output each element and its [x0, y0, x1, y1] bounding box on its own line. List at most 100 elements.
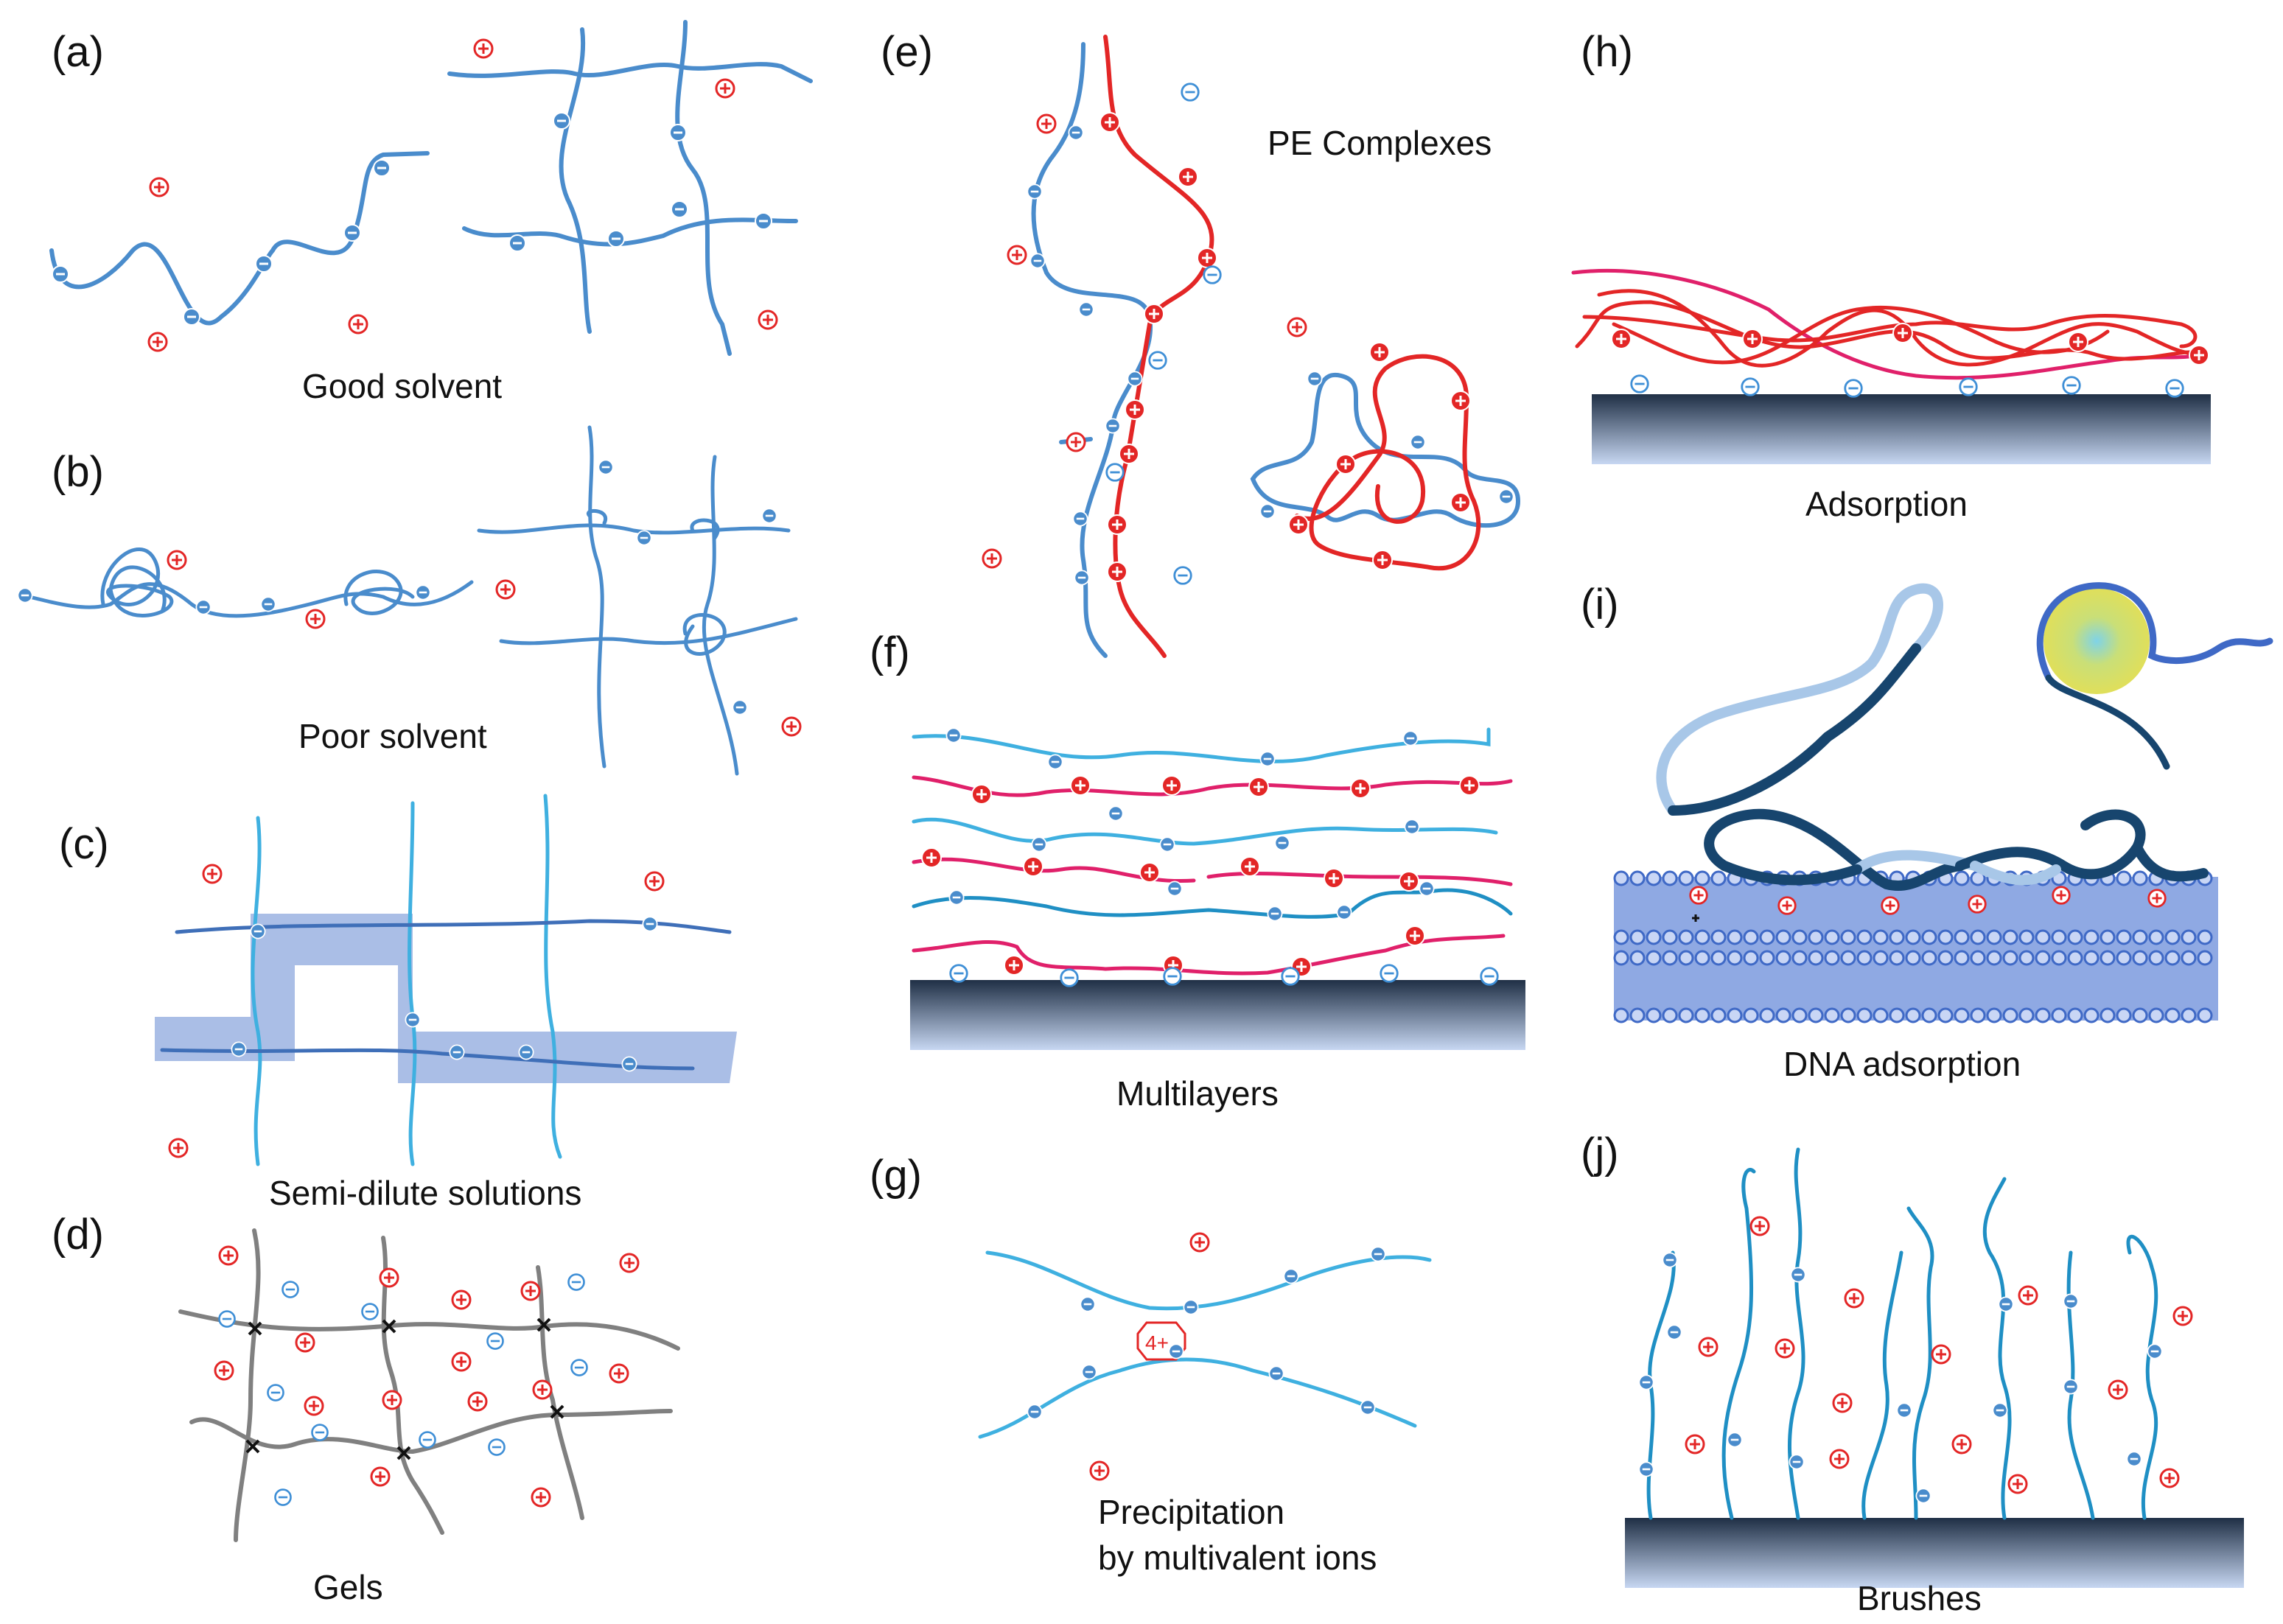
gel-network [178, 1228, 680, 1542]
negative-charge-icon [642, 916, 658, 932]
panel-label-g: (g) [870, 1152, 922, 1200]
membrane [1614, 877, 2218, 1021]
positive-charge-icon [1404, 925, 1426, 947]
counterion-icon [382, 1390, 402, 1410]
counterion-icon [1844, 1288, 1864, 1309]
coion-icon [419, 1431, 436, 1449]
negative-charge-icon [1068, 125, 1084, 141]
counterion-icon [168, 1138, 189, 1158]
negative-charge-icon [1108, 805, 1124, 822]
positive-charge-icon [1106, 561, 1128, 583]
positive-charge-icon [1368, 341, 1391, 363]
negative-charge-icon [1159, 836, 1175, 853]
counterion-icon [1287, 317, 1307, 337]
negative-charge-icon [1283, 1268, 1299, 1284]
dna-free-loop [1656, 583, 1943, 816]
counterion-icon [451, 1289, 472, 1310]
collapsed-chain [27, 425, 798, 776]
panel-label-a: (a) [52, 28, 104, 76]
negative-charge-icon [1896, 1402, 1912, 1418]
negative-charge-icon [182, 307, 201, 326]
negative-charge-icon [1336, 904, 1352, 920]
negative-charge-icon [1410, 434, 1426, 450]
negative-charge-icon [2147, 1343, 2163, 1359]
negative-charge-icon [1790, 1267, 1806, 1283]
positive-charge-icon [1139, 861, 1161, 883]
positive-charge-icon [1196, 247, 1218, 269]
substrate [910, 980, 1525, 1050]
negative-charge-icon [1307, 371, 1323, 387]
positive-charge-icon [1003, 954, 1025, 976]
crosslink-icon [382, 1319, 396, 1334]
counterion-icon [1749, 1216, 1770, 1236]
counterion-icon [370, 1466, 391, 1487]
negative-charge-icon [1666, 1324, 1682, 1340]
negative-charge-icon [1183, 1299, 1199, 1315]
counterion-icon [2172, 1306, 2193, 1326]
negative-charge-icon [1915, 1488, 1931, 1504]
coion-icon [1060, 968, 1079, 987]
bridged-chains [978, 1250, 1432, 1439]
coion-icon [1380, 964, 1399, 983]
coion-icon [1105, 463, 1125, 482]
counterion-icon [1777, 896, 1797, 915]
panel-label-e: (e) [881, 28, 933, 76]
panel-label-f: (f) [870, 629, 910, 676]
substrate [1592, 394, 2211, 464]
blob-shading [155, 914, 737, 1083]
coion-icon [282, 1281, 299, 1298]
negative-charge-icon [1047, 754, 1063, 770]
negative-charge-icon [1168, 1343, 1184, 1359]
positive-charge-icon [920, 847, 943, 869]
negative-charge-icon [668, 123, 688, 142]
negative-charge-icon [1259, 503, 1276, 519]
coion-icon [1181, 83, 1200, 102]
caption-good-solvent: Good solvent [302, 367, 502, 405]
panel-label-h: (h) [1581, 28, 1633, 76]
negative-charge-icon [1074, 570, 1090, 586]
negative-charge-icon [1638, 1374, 1654, 1390]
negative-charge-icon [1360, 1399, 1376, 1415]
coion-icon [486, 1332, 504, 1350]
negative-charge-icon [1167, 881, 1183, 897]
panel-c: (c) Semi-dilute solutions [59, 794, 737, 1212]
coion-icon [1630, 374, 1649, 393]
caption-brushes: Brushes [1857, 1579, 1982, 1617]
caption-poor-solvent: Poor solvent [298, 717, 487, 755]
counterion-icon [520, 1281, 541, 1301]
panel-label-i: (i) [1581, 581, 1619, 629]
counterion-icon [609, 1363, 629, 1384]
positive-charge-icon [1143, 303, 1165, 325]
negative-charge-icon [1029, 253, 1046, 269]
crosslink-icon [536, 1317, 551, 1332]
coion-icon [1163, 967, 1182, 986]
adsorbed-chains [1571, 268, 2206, 380]
counterion-icon [1689, 886, 1708, 905]
negative-charge-icon [1498, 489, 1514, 505]
negative-charge-icon [254, 254, 273, 273]
coion-icon [567, 1273, 585, 1291]
negative-charge-icon [1662, 1252, 1678, 1268]
coion-icon [1480, 967, 1499, 986]
positive-charge-icon [1349, 777, 1371, 799]
caption-precipitation-line2: by multivalent ions [1098, 1539, 1377, 1577]
lipid-bilayer [1613, 870, 2218, 1023]
panel-label-d: (d) [52, 1211, 104, 1259]
negative-charge-icon [1638, 1461, 1654, 1477]
coion-icon [1741, 377, 1760, 396]
negative-charge-icon [761, 508, 777, 524]
caption-multilayers: Multilayers [1116, 1074, 1279, 1113]
negative-charge-icon [449, 1044, 465, 1060]
nanoparticle [2043, 588, 2150, 694]
counterion-icon [149, 177, 169, 197]
coion-icon [274, 1488, 292, 1506]
charge-marks [1689, 886, 2167, 922]
counterion-icon [1089, 1460, 1110, 1481]
negative-charge-icon [1127, 371, 1143, 387]
positive-charge-icon [1161, 774, 1183, 797]
panel-label-b: (b) [52, 448, 104, 496]
counterion-icon [2108, 1379, 2128, 1400]
positive-charge-icon [1450, 390, 1472, 412]
panel-a: (a) Good solvent [49, 20, 813, 405]
counterion-icon [379, 1267, 399, 1288]
